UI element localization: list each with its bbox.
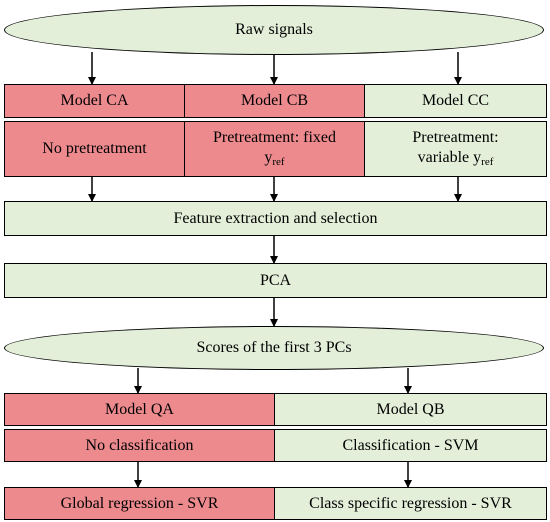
pretreatment-fixed-sub: ref	[272, 156, 285, 169]
pca-label: PCA	[259, 271, 292, 289]
pretreatment-fixed-var: y	[264, 149, 273, 167]
global-regression-node: Global regression - SVR	[4, 487, 275, 520]
no-classification-label: No classification	[85, 436, 194, 454]
classification-svm-label: Classification - SVM	[342, 436, 479, 454]
pretreatment-fixed-label: Pretreatment: fixed	[212, 129, 337, 147]
scores-label: Scores of the first 3 PCs	[196, 339, 352, 356]
model-qb-label: Model QB	[376, 400, 445, 418]
class-specific-regression-node: Class specific regression - SVR	[274, 487, 547, 520]
no-classification-node: No classification	[4, 429, 275, 462]
model-qa-node: Model QA	[4, 393, 275, 426]
pretreatment-variable-line2: variable y	[417, 149, 482, 167]
model-cc-node: Model CC	[364, 84, 547, 118]
model-qb-node: Model QB	[274, 393, 547, 426]
classification-svm-node: Classification - SVM	[274, 429, 547, 462]
feature-extraction-label: Feature extraction and selection	[173, 209, 378, 227]
raw-signals-node: Raw signals	[4, 5, 544, 55]
pretreatment-fixed-node: Pretreatment: fixed yref	[184, 121, 365, 177]
no-pretreatment-label: No pretreatment	[42, 140, 147, 157]
pretreatment-variable-sub: ref	[481, 156, 494, 169]
no-pretreatment-node: No pretreatment	[4, 121, 185, 177]
model-cc-label: Model CC	[421, 92, 490, 109]
pca-node: PCA	[4, 263, 547, 298]
class-specific-regression-label: Class specific regression - SVR	[309, 494, 512, 512]
model-qa-label: Model QA	[105, 400, 174, 418]
pretreatment-variable-node: Pretreatment: variable yref	[364, 121, 547, 177]
model-cb-node: Model CB	[184, 84, 365, 118]
feature-extraction-node: Feature extraction and selection	[4, 201, 547, 236]
pretreatment-variable-line1: Pretreatment:	[412, 129, 499, 147]
model-ca-node: Model CA	[4, 84, 185, 118]
scores-node: Scores of the first 3 PCs	[4, 326, 544, 370]
model-ca-label: Model CA	[60, 92, 129, 109]
global-regression-label: Global regression - SVR	[60, 494, 219, 512]
model-cb-label: Model CB	[240, 92, 309, 109]
raw-signals-label: Raw signals	[235, 21, 313, 38]
